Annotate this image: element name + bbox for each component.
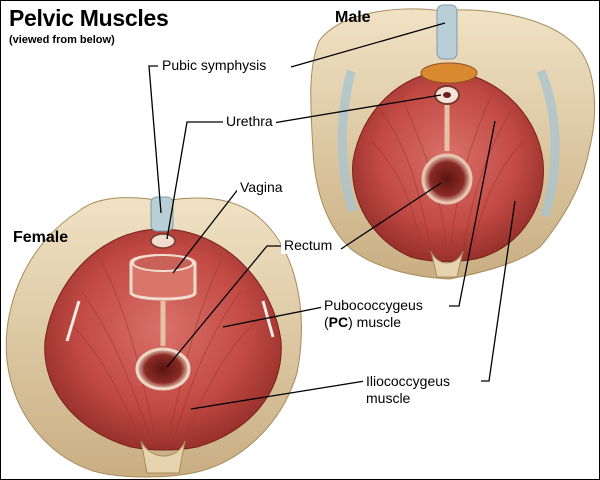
male-pelvis-illustration [310, 4, 596, 280]
leader-urethra-male [260, 94, 442, 126]
leader-ilio-male [481, 200, 516, 382]
male-ligament-right [536, 69, 560, 218]
male-section-label: Male [335, 9, 371, 26]
label-pc-open: ( [324, 314, 329, 330]
label-pc-close: ) muscle [348, 314, 402, 330]
leader-pc-male [449, 120, 496, 307]
leader-rectum-female [166, 245, 283, 368]
female-muscle-fibers [66, 260, 258, 442]
female-tendon-right [261, 300, 275, 338]
female-rectum [135, 347, 191, 391]
label-pubic-symphysis: Pubic symphysis [159, 57, 270, 74]
male-pubic-symphysis [436, 4, 458, 60]
label-vagina: Vagina [237, 179, 286, 196]
female-pubic-symphysis [150, 196, 174, 232]
male-rectum [421, 153, 473, 205]
label-iliococcygeus-line2: muscle [366, 390, 411, 406]
female-vagina-opening [132, 254, 194, 272]
leader-rectum-male [340, 182, 442, 250]
leader-ilio-female [190, 380, 366, 410]
female-coccyx [140, 440, 186, 474]
female-section-label: Female [13, 229, 69, 246]
label-pc-abbr: PC [328, 314, 349, 330]
male-urethra-opening [443, 92, 451, 98]
diagram-title: Pelvic Muscles [9, 5, 169, 31]
label-iliococcygeus: Iliococcygeus muscle [363, 373, 454, 407]
leader-pc-female [222, 306, 324, 328]
leader-urethra-female [166, 121, 225, 240]
leader-pubic-symphysis-female [148, 65, 162, 214]
label-urethra: Urethra [223, 113, 276, 130]
male-prostate-tissue [420, 62, 478, 84]
female-pelvis-illustration [5, 196, 302, 478]
label-pubococcygeus-line1: Pubococcygeus [324, 297, 423, 313]
male-coccyx [430, 250, 464, 278]
leader-lines [148, 22, 516, 410]
female-tendon-left [65, 300, 81, 342]
label-iliococcygeus-line1: Iliococcygeus [366, 373, 451, 389]
leader-vagina [172, 187, 240, 274]
male-ligament-left [337, 69, 358, 213]
female-urethra [150, 233, 176, 249]
label-rectum: Rectum [281, 237, 336, 254]
diagram-subtitle: (viewed from below) [9, 34, 115, 46]
label-pubococcygeus: Pubococcygeus (PC) muscle [321, 297, 426, 331]
leader-pubic-symphysis-male [290, 22, 446, 68]
